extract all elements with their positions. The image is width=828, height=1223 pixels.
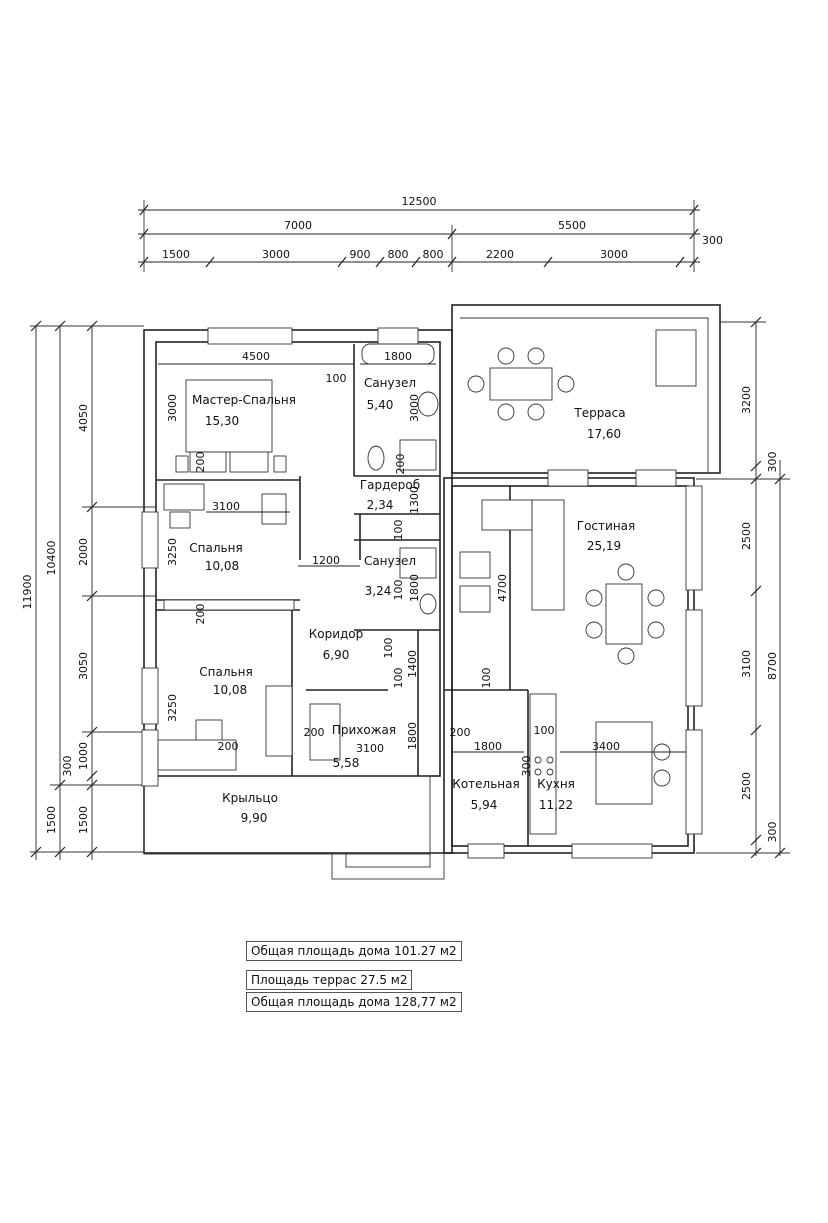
windows (141, 327, 703, 859)
room-area: 6,90 (323, 648, 350, 662)
dim-left-mid: 10400 (45, 541, 58, 576)
room-name: Крыльцо (222, 791, 278, 805)
dim-top-total: 12500 (402, 195, 437, 208)
interior-dimension: 200 (304, 726, 325, 739)
dim-right-inner: 300 (766, 822, 779, 843)
room-name: Кухня (537, 777, 575, 791)
room-name: Гостиная (577, 519, 635, 533)
interior-dimension: 3000 (166, 394, 179, 422)
room-name: Прихожая (332, 723, 396, 737)
room-name: Котельная (452, 777, 519, 791)
dim-left-bottom: 1500 (77, 806, 90, 834)
dim-top-detail: 2200 (486, 248, 514, 261)
interior-dimension: 100 (382, 638, 395, 659)
room-name: Санузел (364, 376, 416, 390)
room-name: Спальня (199, 665, 252, 679)
room-name: Коридор (309, 627, 364, 641)
dim-right-inner: 3200 (740, 386, 753, 414)
interior-dimension: 300 (520, 756, 533, 777)
interior-dimension: 4700 (496, 574, 509, 602)
dim-right-inner: 2500 (740, 772, 753, 800)
interior-dimension: 200 (450, 726, 471, 739)
left-dimension-chains: 11900 10400 4050 2000 3050 1000 300 1500… (21, 320, 156, 860)
dim-top-offset: 300 (702, 234, 723, 247)
room-name: Спальня (189, 541, 242, 555)
dim-top-detail: 1500 (162, 248, 190, 261)
interior-dimension: 3250 (166, 538, 179, 566)
right-dimension-chains: 3200 300 2500 3100 2500 300 8700 (696, 316, 790, 859)
interior-dimension: 100 (392, 520, 405, 541)
interior-dimension: 200 (394, 454, 407, 475)
dim-top-detail: 800 (388, 248, 409, 261)
total-house-area: Общая площадь дома 101.27 м2 (246, 941, 462, 961)
dim-left-inner: 2000 (77, 538, 90, 566)
room-area: 10,08 (205, 559, 239, 573)
dim-top-split: 7000 (284, 219, 312, 232)
interior-dimension: 1200 (312, 554, 340, 567)
room-name: Терраса (573, 406, 625, 420)
room-area: 3,24 (365, 584, 392, 598)
room-area: 5,40 (367, 398, 394, 412)
interior-dimension: 100 (480, 668, 493, 689)
interior-dimension: 1300 (408, 486, 421, 514)
room-area: 5,58 (333, 756, 360, 770)
interior-dimension: 100 (392, 668, 405, 689)
dim-right-inner: 2500 (740, 522, 753, 550)
interior-dimension: 1800 (406, 722, 419, 750)
total-area-with-terraces: Общая площадь дома 128,77 м2 (246, 992, 462, 1012)
dim-left-inner: 3050 (77, 652, 90, 680)
room-area: 17,60 (587, 427, 621, 441)
room-area: 25,19 (587, 539, 621, 553)
room-name: Санузел (364, 554, 416, 568)
room-area: 9,90 (241, 811, 268, 825)
room-area: 10,08 (213, 683, 247, 697)
room-area: 5,94 (471, 798, 498, 812)
room-area: 11,22 (539, 798, 573, 812)
dim-left-inner: 4050 (77, 404, 90, 432)
room-labels: Мастер-Спальня 15,30 Санузел 5,40 Террас… (189, 376, 635, 825)
room-area: 15,30 (205, 414, 239, 428)
interior-dimension: 3000 (408, 394, 421, 422)
interior-dimension: 100 (326, 372, 347, 385)
dim-left-outer: 11900 (21, 575, 34, 610)
dim-top-detail: 800 (423, 248, 444, 261)
interior-dimension: 1800 (474, 740, 502, 753)
interior-dimension: 1400 (406, 650, 419, 678)
interior-dimension: 3100 (356, 742, 384, 755)
interior-dimension: 200 (218, 740, 239, 753)
furniture (157, 343, 671, 835)
interior-dimension: 4500 (242, 350, 270, 363)
interior-dimension: 1800 (384, 350, 412, 363)
dim-left-inner: 1000 (77, 742, 90, 770)
room-name: Гардероб (360, 478, 420, 492)
top-dimension-chains: 12500 7000 5500 300 1500 3000 900 800 80… (138, 195, 723, 272)
dim-right-inner: 3100 (740, 650, 753, 678)
terrace-area: Площадь террас 27.5 м2 (246, 970, 413, 990)
dim-top-detail: 3000 (262, 248, 290, 261)
interior-dimension: 1800 (408, 574, 421, 602)
dim-right-inner: 300 (766, 452, 779, 473)
dim-top-detail: 900 (350, 248, 371, 261)
interior-dimension: 3100 (212, 500, 240, 513)
dim-left-bottom: 1500 (45, 806, 58, 834)
interior-dimension: 3250 (166, 694, 179, 722)
interior-dimension: 200 (194, 604, 207, 625)
room-name: Мастер-Спальня (192, 393, 296, 407)
interior-dimensions: 4500 1800 100 3000 3000 200 3100 200 100… (158, 350, 686, 777)
interior-dimension: 200 (194, 452, 207, 473)
dim-left-inner: 300 (61, 756, 74, 777)
room-area: 2,34 (367, 498, 394, 512)
dim-top-detail: 3000 (600, 248, 628, 261)
dim-top-split: 5500 (558, 219, 586, 232)
dim-right-total: 8700 (766, 652, 779, 680)
interior-dimension: 100 (534, 724, 555, 737)
interior-dimension: 3400 (592, 740, 620, 753)
interior-dimension: 100 (392, 580, 405, 601)
